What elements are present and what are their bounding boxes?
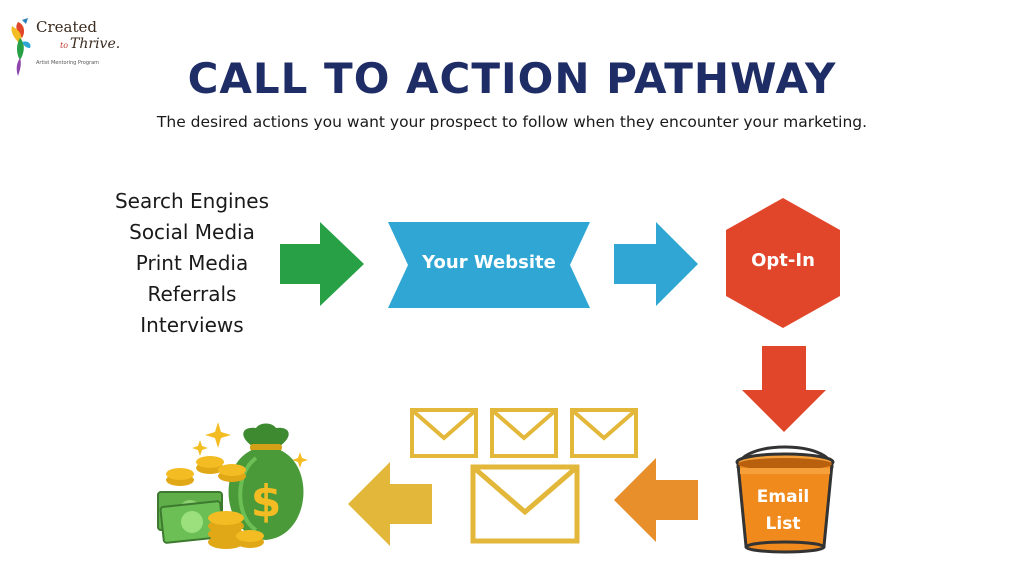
envelope-icon [490,408,558,458]
svg-text:$: $ [251,476,282,527]
logo-text-to: to [60,41,69,50]
logo-text-thrive-word: Thrive. [70,36,121,52]
traffic-sources-list: Search Engines Social Media Print Media … [100,186,284,341]
email-label-line1: Email [756,487,810,507]
envelope-large-icon [470,464,580,544]
envelope-icon [570,408,638,458]
optin-hexagon-shape [726,198,840,328]
page-subtitle: The desired actions you want your prospe… [156,113,868,131]
logo-tagline: Artist Mentoring Program [36,60,100,66]
logo-text-created: Created [36,18,97,36]
blue-arrow-right-icon [614,222,698,306]
list-item: Print Media [135,251,249,275]
list-item: Interviews [140,313,244,337]
page-title: CALL TO ACTION PATHWAY [187,54,837,103]
bucket-icon [735,445,835,554]
optin-step-label: Opt-In [751,250,815,271]
email-label-line2: List [765,514,801,534]
red-arrow-down-icon [742,346,826,432]
gold-arrow-left-icon [348,462,432,546]
green-arrow-right-icon [280,222,364,306]
list-item: Social Media [129,220,255,244]
website-banner-shape [388,222,590,308]
website-step-label: Your Website [422,252,556,273]
email-list-step-label: Email List [740,484,826,538]
list-item: Search Engines [114,189,270,213]
envelope-icon [410,408,478,458]
orange-arrow-left-icon [614,458,698,542]
list-item: Referrals [147,282,237,306]
hummingbird-icon [11,18,31,76]
money-bag-icon: $ [157,422,308,549]
